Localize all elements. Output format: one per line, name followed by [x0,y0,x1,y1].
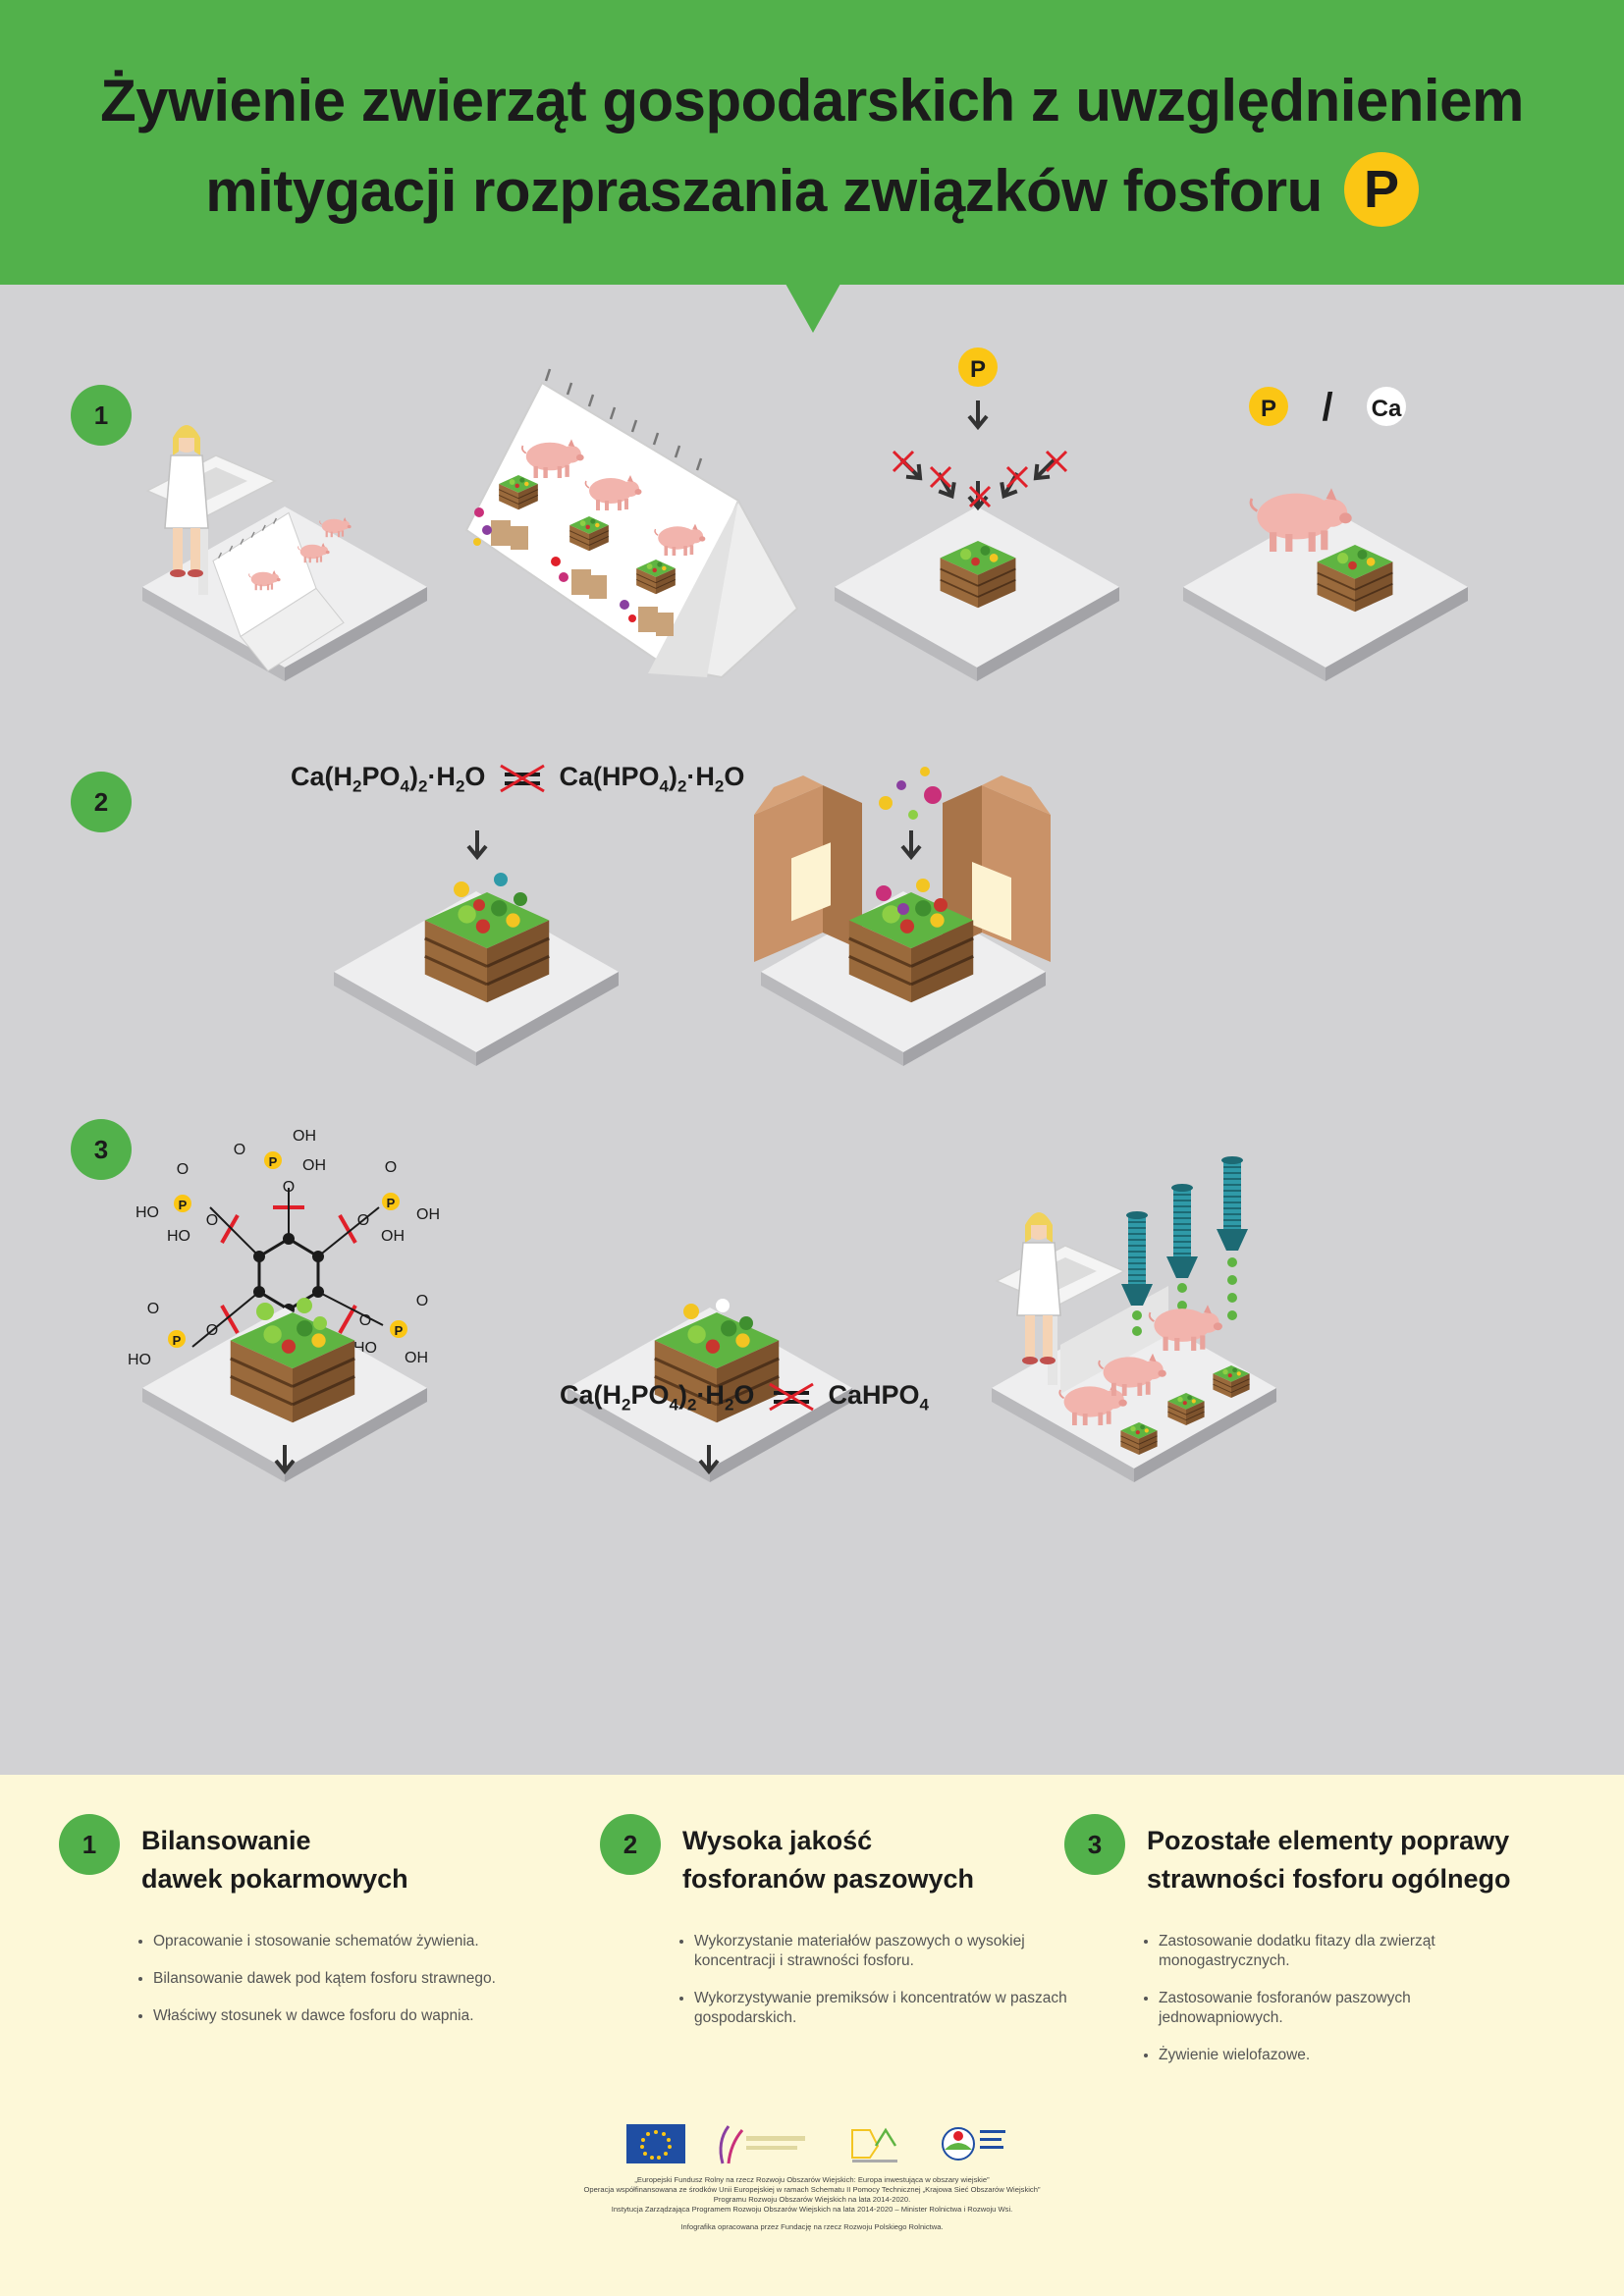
not-equal-icon [497,764,548,793]
header-banner: Żywienie zwierząt gospodarskich z uwzglę… [0,0,1624,285]
fineprint-line: Programu Rozwoju Obszarów Wiejskich na l… [713,2195,911,2204]
ratio-phosphorus-icon [1249,387,1288,426]
phosphate-group-top: P O OH OH O [234,1128,326,1196]
step-number-1: 1 [71,385,132,446]
row2-formula: Ca(H2PO4)2·H2O Ca(HPO4)2·H2O [291,762,744,796]
row1-restricted-phosphorus: P [835,347,1119,681]
fineprint-line: Infografika opracowana przez Fundację na… [680,2222,944,2231]
list-item: Zastosowanie fosforanów paszowych jednow… [1159,1989,1532,2028]
row2-feed-phosphate [334,828,619,1066]
phosphorus-token-icon [958,347,998,387]
sponsor-logos [626,2124,1005,2164]
svg-text:P: P [173,1333,182,1348]
svg-text:OH: OH [302,1157,326,1174]
not-equal-icon [766,1382,817,1412]
svg-text:HO: HO [135,1204,159,1221]
summary-list-3: Zastosowanie dodatku fitazy dla zwierząt… [1141,1932,1532,2083]
page-title-line-1: Żywienie zwierząt gospodarskich z uwzglę… [100,68,1524,133]
row3-phytase-crate [142,1298,427,1482]
ratio-calcium-label: Ca [1372,396,1402,422]
ratio-calcium-icon [1367,387,1406,426]
funding-fineprint: „Europejski Fundusz Rolny na rzecz Rozwo… [452,2175,1172,2232]
svg-text:O: O [283,1179,295,1196]
ksow-logo [719,2125,805,2164]
header-pointer [785,284,840,333]
svg-text:P: P [395,1323,404,1338]
svg-text:HO: HO [128,1352,151,1368]
row3-formula: Ca(H2PO4)2·H2O CaHPO4 [560,1380,929,1415]
fineprint-line: „Europejski Fundusz Rolny na rzecz Rozwo… [634,2175,990,2184]
list-item: Bilansowanie dawek pod kątem fosforu str… [153,1969,526,1989]
svg-text:OH: OH [381,1228,405,1245]
summary-list-1: Opracowanie i stosowanie schematów żywie… [135,1932,526,2044]
crossed-out-arrows [892,450,1068,508]
svg-text:O: O [234,1142,245,1158]
summary-number-3: 3 [1064,1814,1125,1875]
svg-text:O: O [177,1161,189,1178]
svg-text:HO: HO [167,1228,190,1245]
svg-text:P: P [179,1198,188,1212]
row1-scientist-panel [142,424,427,681]
fineprint-line: Operacja współfinansowana ze środków Uni… [583,2185,1041,2194]
ratio-phosphorus-label: P [1261,396,1276,422]
formula-calcium-hydrogen-phosphate: CaHPO4 [828,1380,929,1415]
ratio-slash: / [1322,386,1332,429]
phosphorus-token-label: P [970,356,986,383]
fdpa-logo [851,2127,897,2163]
svg-text:OH: OH [293,1128,316,1145]
illustration-area: 1 2 3 [0,285,1624,1775]
svg-text:P: P [387,1196,396,1210]
fineprint-line: Instytucja Zarządzająca Programem Rozwoj… [611,2205,1013,2214]
phosphate-group-left-top: P O HO HO O [135,1161,218,1245]
prow-logo [942,2127,1005,2161]
summary-number-1: 1 [59,1814,120,1875]
svg-text:OH: OH [416,1206,440,1223]
formula-dicalcium-phosphate: Ca(HPO4)2·H2O [559,762,745,796]
row1-diet-calendar [464,368,799,679]
row3-multiphase-feeding [992,1156,1276,1482]
list-item: Zastosowanie dodatku fitazy dla zwierząt… [1159,1932,1532,1971]
row1-pig-feeding: P / Ca [1183,386,1468,681]
svg-text:O: O [357,1212,369,1229]
list-item: Wykorzystanie materiałów paszowych o wys… [694,1932,1067,1971]
svg-text:O: O [206,1212,218,1229]
formula-monocalcium-phosphate: Ca(H2PO4)2·H2O [291,762,486,796]
svg-text:O: O [416,1293,428,1309]
row2-premix-sacks [754,767,1051,1066]
svg-text:O: O [359,1312,371,1329]
svg-text:P: P [269,1154,278,1169]
summary-list-2: Wykorzystanie materiałów paszowych o wys… [677,1932,1067,2046]
svg-text:O: O [385,1159,397,1176]
svg-text:O: O [147,1301,159,1317]
list-item: Właściwy stosunek w dawce fosforu do wap… [153,2006,526,2026]
page-title-line-2: mitygacji rozpraszania związków fosforu P [0,152,1624,233]
step-number-3: 3 [71,1119,132,1180]
list-item: Żywienie wielofazowe. [1159,2046,1532,2065]
list-item: Wykorzystywanie premiksów i koncentratów… [694,1989,1067,2028]
phosphate-group-right-bottom: P O HO OH O [353,1293,428,1366]
list-item: Opracowanie i stosowanie schematów żywie… [153,1932,526,1951]
page-title-line-2-text: mitygacji rozpraszania związków fosforu [205,158,1323,224]
phosphate-group-right-top: P O OH OH O [357,1159,440,1245]
svg-text:OH: OH [405,1350,428,1366]
formula-monocalcium-phosphate: Ca(H2PO4)2·H2O [560,1380,755,1415]
illustration-canvas: P P / Ca [128,347,1468,1482]
row3-monocalcium-crate [568,1299,852,1482]
phosphorus-badge: P [1343,152,1419,228]
eu-flag-logo [626,2124,685,2163]
summary-number-2: 2 [600,1814,661,1875]
step-number-2: 2 [71,772,132,832]
svg-text:O: O [206,1322,218,1339]
